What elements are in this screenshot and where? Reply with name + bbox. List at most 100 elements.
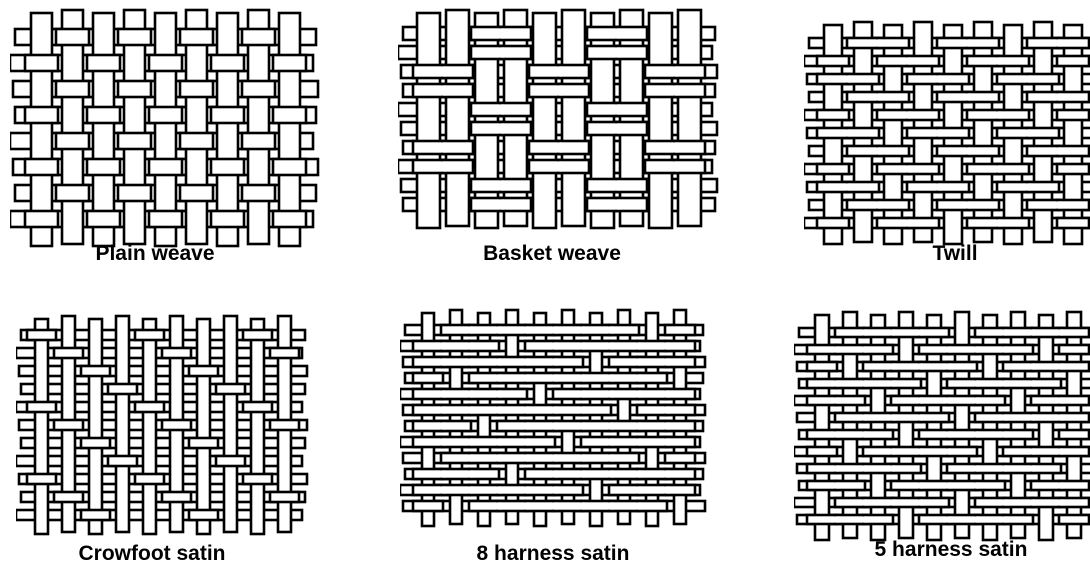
weft-float xyxy=(835,515,865,524)
weft-float xyxy=(56,133,89,149)
weave-svg xyxy=(16,314,310,536)
float-joint xyxy=(607,438,613,445)
float-joint xyxy=(498,123,504,133)
weft-float xyxy=(553,389,583,399)
weft-float xyxy=(609,373,639,383)
weft-float xyxy=(1003,362,1033,371)
5-harness-satin-caption: 5 harness satin xyxy=(875,538,1028,562)
weft-float xyxy=(863,379,893,388)
float-joint xyxy=(845,183,851,190)
weft-float xyxy=(497,325,527,335)
weft-float xyxy=(1003,379,1033,388)
warp-yarn xyxy=(620,10,643,226)
weft-float xyxy=(807,362,837,371)
weft-float xyxy=(863,498,893,507)
float-joint xyxy=(495,326,501,333)
float-joint xyxy=(1001,499,1007,505)
float-joint xyxy=(663,358,669,365)
weft-float xyxy=(907,218,939,228)
weft-float xyxy=(997,164,1029,174)
weft-float xyxy=(270,348,299,358)
float-joint xyxy=(672,66,678,76)
float-joint xyxy=(1057,482,1063,488)
weft-float xyxy=(216,456,245,466)
weft-float xyxy=(1027,74,1059,84)
8-harness-satin-caption: 8 harness satin xyxy=(477,542,630,566)
weft-float xyxy=(81,510,110,520)
weft-float xyxy=(947,481,977,490)
float-joint xyxy=(945,516,951,522)
float-joint xyxy=(551,470,557,477)
weft-float xyxy=(877,218,909,228)
weft-float xyxy=(469,485,499,495)
weft-float xyxy=(817,74,849,84)
weft-float xyxy=(149,211,182,227)
weft-float xyxy=(25,55,58,71)
weft-float xyxy=(609,421,639,431)
float-joint xyxy=(498,28,504,38)
float-joint xyxy=(1057,363,1063,369)
float-joint xyxy=(551,422,557,429)
weft-float xyxy=(180,133,213,149)
crowfoot-satin-diagram xyxy=(16,314,310,536)
weft-float xyxy=(471,198,502,211)
float-joint xyxy=(1057,499,1063,505)
weft-float xyxy=(616,179,647,192)
float-joint xyxy=(523,374,529,381)
float-joint xyxy=(635,358,641,365)
weft-float xyxy=(1027,182,1059,192)
float-joint xyxy=(889,499,895,505)
float-joint xyxy=(833,482,839,488)
float-joint xyxy=(1001,346,1007,352)
float-joint xyxy=(467,454,473,461)
weft-float xyxy=(891,362,921,371)
weft-float xyxy=(211,55,244,71)
weft-float xyxy=(469,437,499,447)
float-joint xyxy=(965,201,971,208)
float-joint xyxy=(439,390,445,397)
float-joint xyxy=(614,104,620,114)
weft-float xyxy=(581,437,611,447)
float-joint xyxy=(439,342,445,349)
weft-float xyxy=(558,141,589,154)
weft-float xyxy=(847,74,879,84)
float-joint xyxy=(440,142,446,152)
warp-yarn xyxy=(504,10,527,226)
weft-float xyxy=(1003,515,1033,524)
float-joint xyxy=(973,431,979,437)
weft-float xyxy=(441,389,471,399)
weft-float xyxy=(25,107,58,123)
weft-float xyxy=(1003,413,1033,422)
float-joint xyxy=(523,406,529,413)
weft-float xyxy=(975,481,1005,490)
weft-float xyxy=(497,373,527,383)
weft-float xyxy=(1003,498,1033,507)
weft-float xyxy=(587,27,618,40)
weft-float xyxy=(497,405,527,415)
weft-float xyxy=(877,56,909,66)
weft-float xyxy=(975,413,1005,422)
float-joint xyxy=(579,454,585,461)
float-joint xyxy=(663,422,669,429)
weft-float xyxy=(25,211,58,227)
weft-float xyxy=(637,501,667,511)
weft-float xyxy=(529,84,560,97)
float-joint xyxy=(861,380,867,386)
weft-float xyxy=(1057,164,1089,174)
float-joint xyxy=(614,180,620,190)
float-joint xyxy=(495,502,501,509)
weft-float xyxy=(1031,481,1061,490)
float-joint xyxy=(1025,183,1031,190)
weft-float xyxy=(211,107,244,123)
float-joint xyxy=(861,499,867,505)
weft-float xyxy=(907,110,939,120)
weft-float xyxy=(413,160,444,173)
float-joint xyxy=(467,390,473,397)
weft-float xyxy=(609,389,639,399)
weft-float xyxy=(553,421,583,431)
weft-float xyxy=(975,430,1005,439)
weft-float xyxy=(242,81,275,97)
float-joint xyxy=(523,358,529,365)
weft-float xyxy=(87,107,120,123)
weft-float xyxy=(937,38,969,48)
